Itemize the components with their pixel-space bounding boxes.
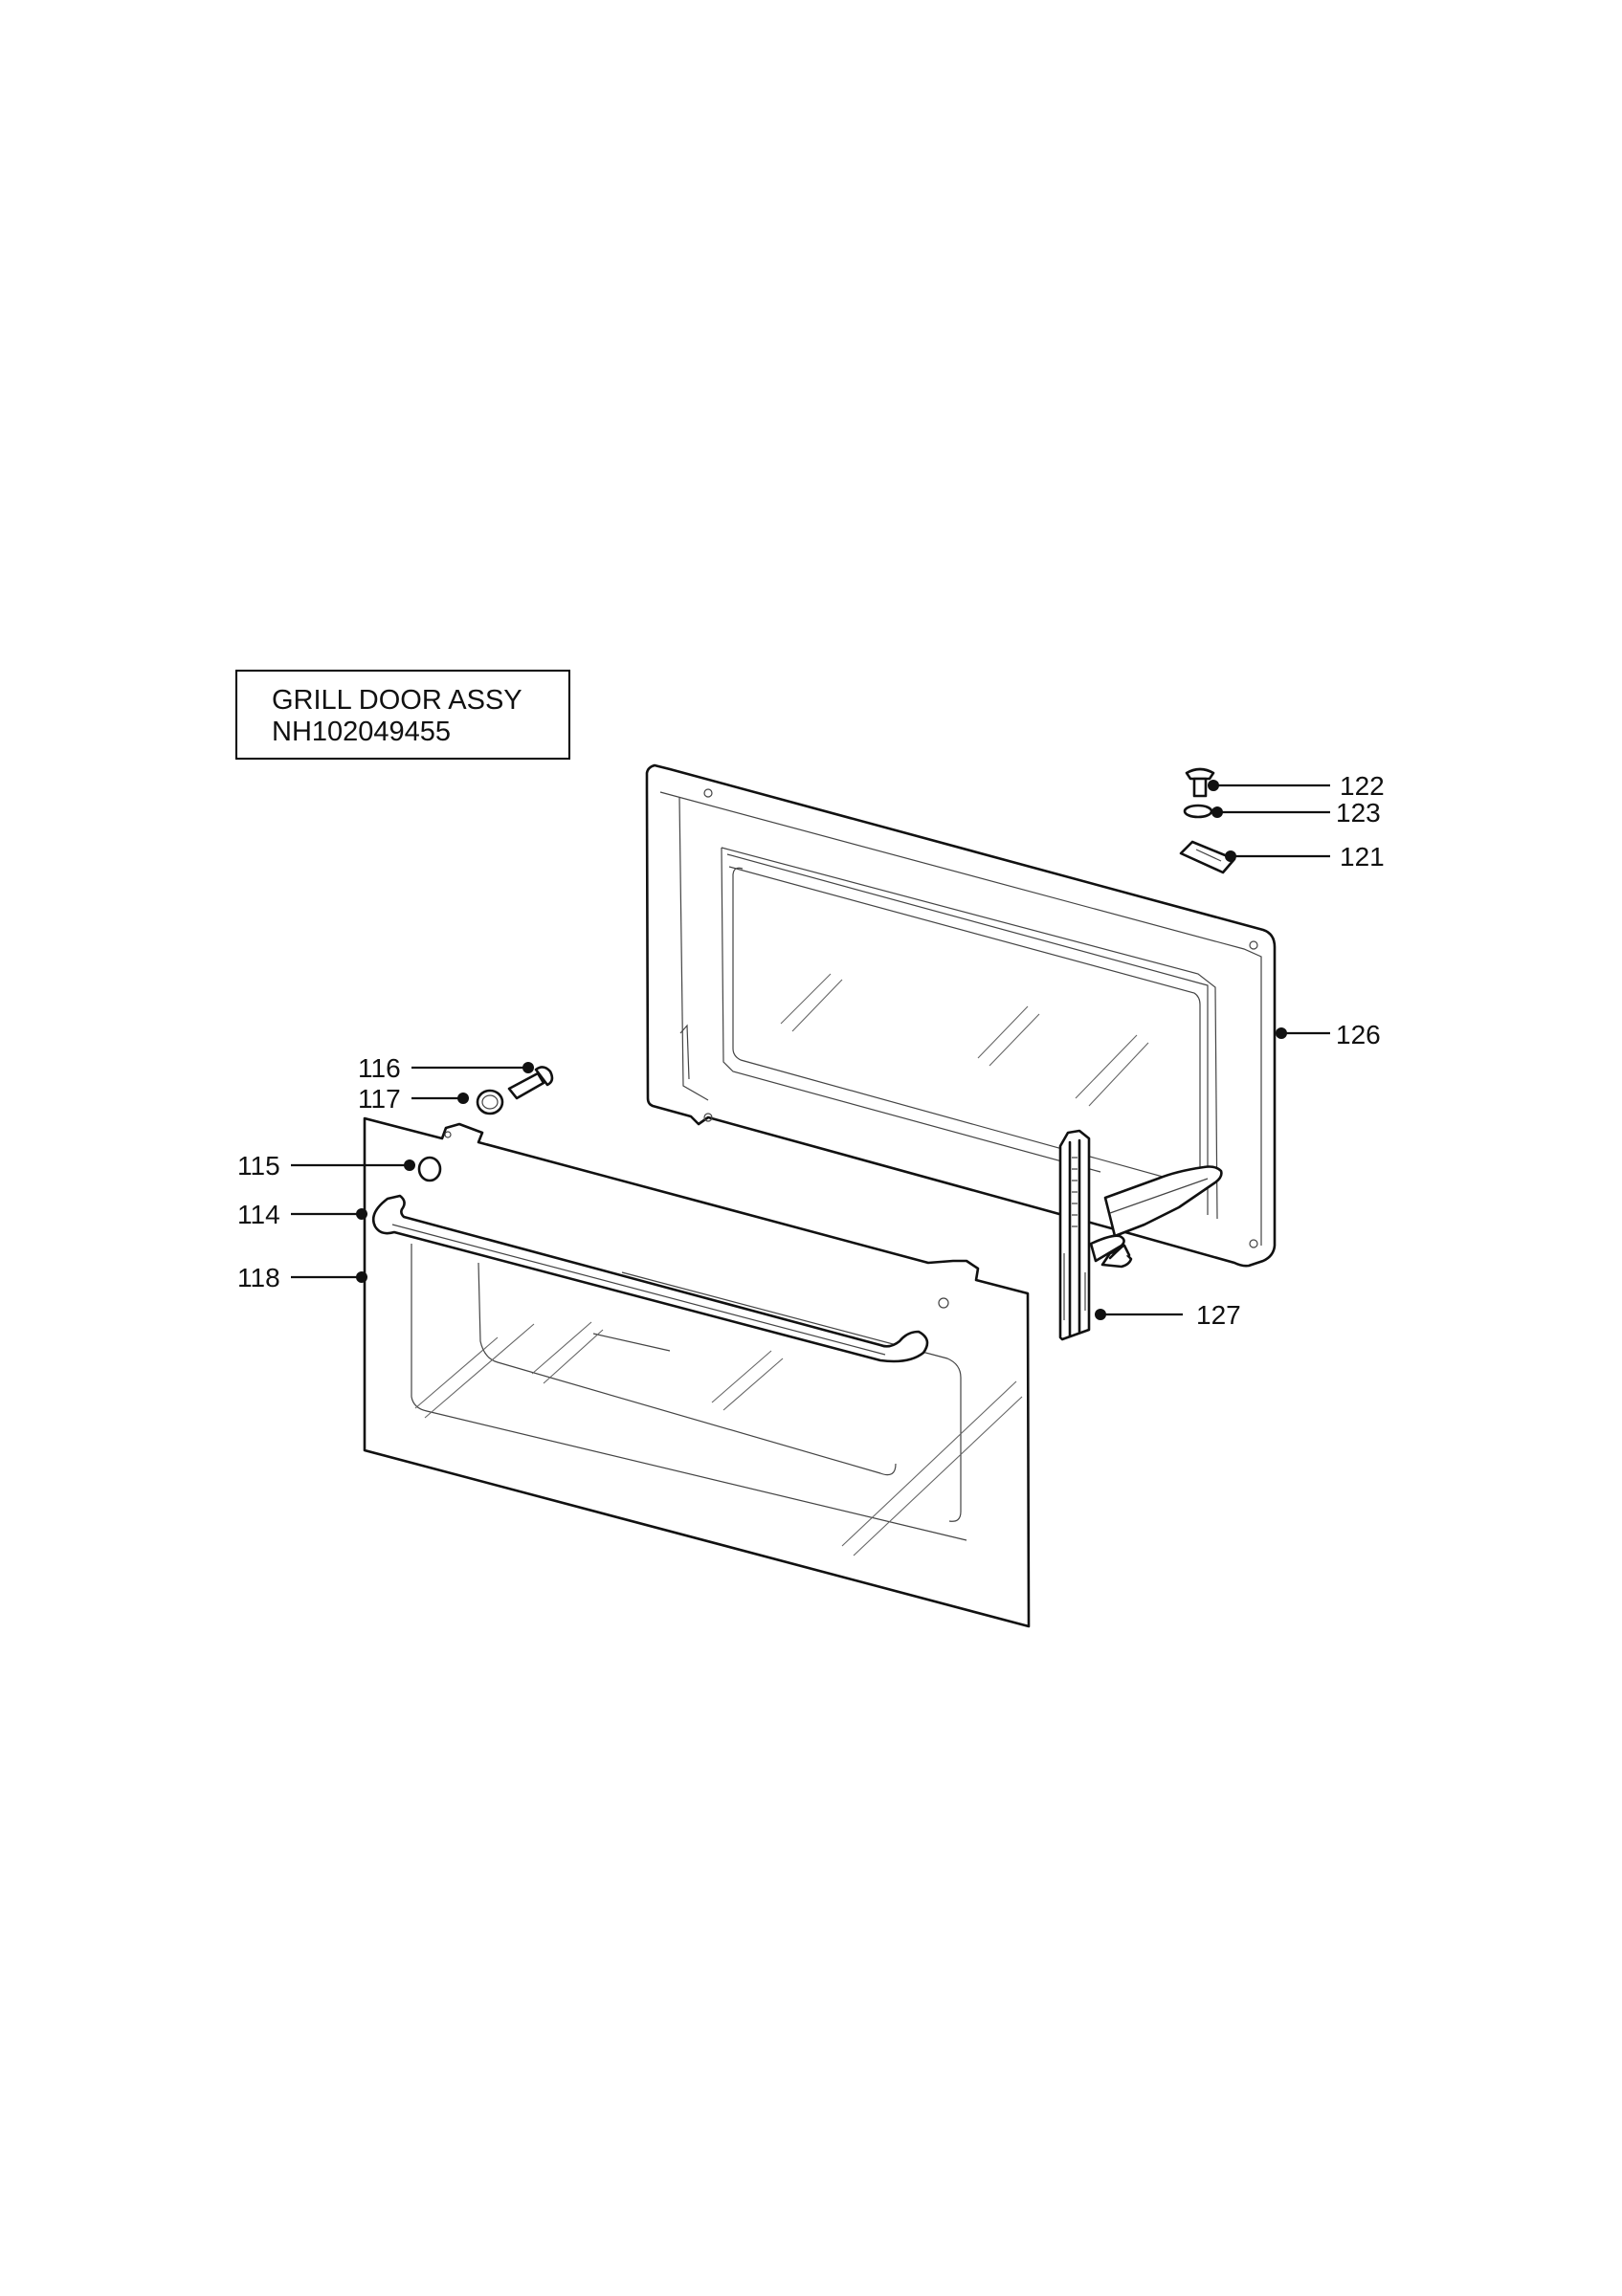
door-handle: [371, 1194, 929, 1363]
door-hinge: [1058, 1129, 1223, 1341]
washer-117: [476, 1089, 504, 1115]
assembly-part-number: NH102049455: [272, 717, 452, 747]
callout-123: 123: [1336, 798, 1381, 828]
outer-door-glass: [363, 1116, 1031, 1628]
inner-door-panel: [645, 763, 1277, 1268]
callout-118: 118: [237, 1263, 280, 1292]
callout-127: 127: [1196, 1300, 1241, 1330]
assembly-name: GRILL DOOR ASSY: [272, 685, 522, 716]
callout-121: 121: [1340, 842, 1385, 872]
callout-116: 116: [358, 1053, 401, 1083]
screw-116: [507, 1066, 554, 1100]
callout-114: 114: [237, 1200, 280, 1229]
callout-122: 122: [1340, 771, 1385, 801]
screw-122: [1185, 767, 1215, 798]
diagram-title-box: GRILL DOOR ASSY NH102049455: [235, 670, 570, 760]
callout-117: 117: [358, 1084, 401, 1114]
leader-lines: [291, 780, 1330, 1320]
bush-115: [417, 1156, 442, 1182]
callout-126: 126: [1336, 1020, 1381, 1049]
washer-123: [1183, 804, 1213, 819]
callout-115: 115: [237, 1151, 280, 1181]
